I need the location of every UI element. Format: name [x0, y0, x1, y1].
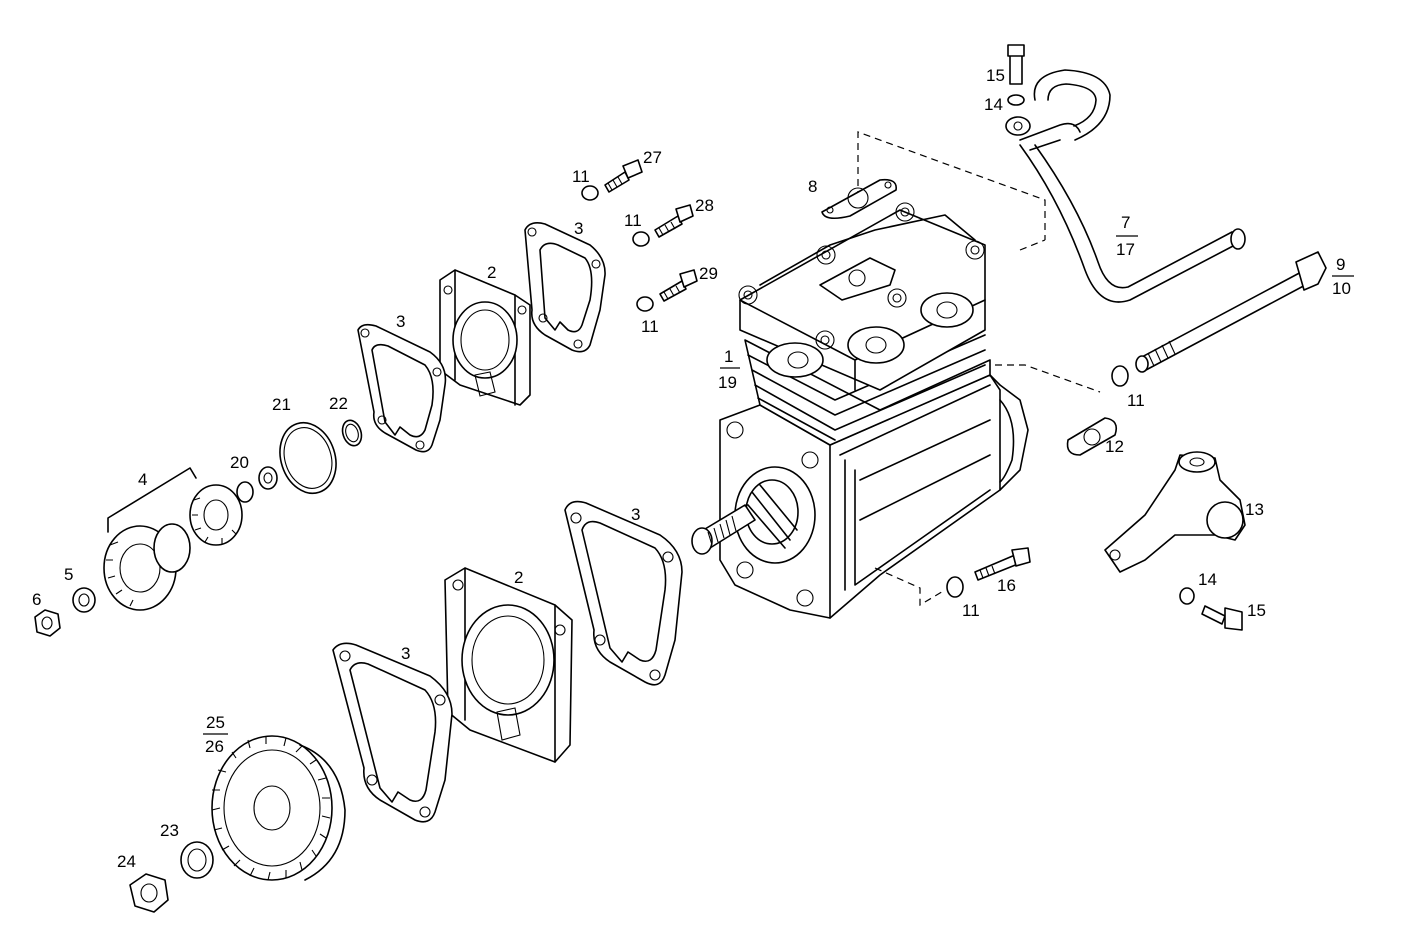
- o-rings: [279, 419, 363, 495]
- label-3-lower-right: 3: [631, 505, 640, 524]
- right-fasteners: [946, 44, 1243, 631]
- svg-text:19: 19: [718, 373, 737, 392]
- label-11-c: 11: [641, 317, 659, 336]
- assembly-leader-lines: [857, 131, 1101, 607]
- label-25-26: 25 26: [203, 713, 228, 756]
- label-7-17: 7 17: [1116, 213, 1138, 259]
- label-22: 22: [329, 394, 348, 413]
- label-23: 23: [160, 821, 179, 840]
- label-3-upper-right: 3: [574, 219, 583, 238]
- label-11-b: 11: [624, 211, 642, 230]
- compressor-body: [691, 202, 1029, 619]
- label-1-19: 1 19: [718, 347, 740, 392]
- part-labels: 1 19 7 17 9 10 25 26 2 2 3 3 3 3 4 5 6 8…: [32, 66, 1354, 871]
- label-20: 20: [230, 453, 249, 472]
- label-14-bottom: 14: [1198, 570, 1217, 589]
- svg-text:9: 9: [1336, 255, 1345, 274]
- part-8-gasket: [821, 178, 897, 220]
- label-2-top: 2: [487, 263, 496, 282]
- label-15-bottom: 15: [1247, 601, 1266, 620]
- label-9-10: 9 10: [1332, 255, 1354, 298]
- svg-text:7: 7: [1121, 213, 1130, 232]
- label-28: 28: [695, 196, 714, 215]
- label-4: 4: [138, 470, 147, 489]
- upper-gear-set: [34, 466, 278, 637]
- label-3-upper-left: 3: [396, 312, 405, 331]
- upper-plate-2: [439, 269, 531, 406]
- label-2-bottom: 2: [514, 568, 523, 587]
- lower-gasket-3-right: [564, 500, 683, 686]
- part-12-gasket: [1066, 417, 1118, 456]
- lower-gasket-3-left: [332, 642, 453, 823]
- svg-text:1: 1: [724, 347, 733, 366]
- label-21: 21: [272, 395, 291, 414]
- label-29: 29: [699, 264, 718, 283]
- part-9-10-long-bolt: [1135, 251, 1327, 373]
- label-11-a: 11: [572, 167, 590, 186]
- label-11-d: 11: [1127, 391, 1145, 410]
- label-16: 16: [997, 576, 1016, 595]
- label-24: 24: [117, 852, 136, 871]
- label-13: 13: [1245, 500, 1264, 519]
- label-15-top: 15: [986, 66, 1005, 85]
- svg-text:26: 26: [205, 737, 224, 756]
- label-14-top: 14: [984, 95, 1003, 114]
- upper-gasket-3-left: [357, 323, 447, 453]
- label-12: 12: [1105, 437, 1124, 456]
- label-5: 5: [64, 565, 73, 584]
- svg-text:25: 25: [206, 713, 225, 732]
- label-3-lower-left: 3: [401, 644, 410, 663]
- label-8: 8: [808, 177, 817, 196]
- label-27: 27: [643, 148, 662, 167]
- label-6: 6: [32, 590, 41, 609]
- label-11-e: 11: [962, 601, 980, 620]
- part-13-elbow: [1104, 451, 1246, 573]
- upper-gasket-3-right: [524, 222, 606, 353]
- lower-gear-set: [129, 735, 346, 913]
- svg-text:10: 10: [1332, 279, 1351, 298]
- lower-plate-2: [444, 567, 573, 763]
- part-7-17-pipe: [1005, 69, 1246, 303]
- top-bolts: [581, 159, 698, 312]
- svg-text:17: 17: [1116, 240, 1135, 259]
